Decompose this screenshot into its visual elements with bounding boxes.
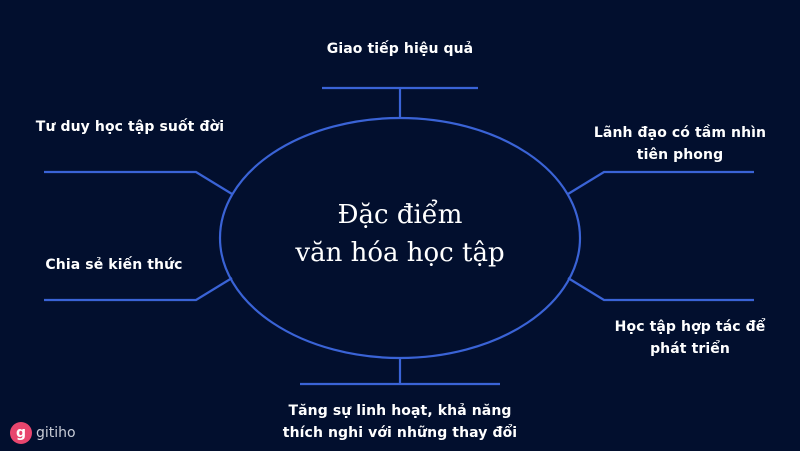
logo-text: gitiho [36, 425, 76, 441]
branch-label-top-left: Tư duy học tập suốt đời [20, 116, 240, 138]
branch-label-text: Tư duy học tập suốt đời [35, 119, 225, 135]
branch-label-bottom: Tăng sự linh hoạt, khả năng thích nghi v… [260, 400, 540, 444]
branch-label-bottom-left: Chia sẻ kiến thức [24, 254, 204, 276]
center-title-line-2: văn hóa học tập [295, 238, 505, 268]
top-left-branch-line [44, 170, 233, 195]
center-title: Đặc điểm văn hóa học tập [220, 196, 580, 272]
branch-label-text: Giao tiếp hiệu quả [326, 41, 474, 57]
branch-label-top-right: Lãnh đạo có tầm nhìn tiên phong [570, 122, 790, 166]
branch-label-text: Học tập hợp tác để [614, 319, 766, 335]
branch-label-text: thích nghi với những thay đổi [282, 425, 518, 441]
gitiho-g-icon: g [10, 422, 32, 444]
bottom-right-branch-line [567, 277, 754, 302]
branch-label-text: Chia sẻ kiến thức [45, 257, 183, 273]
center-title-line-1: Đặc điểm [337, 200, 463, 230]
gitiho-logo: g gitiho [10, 422, 76, 444]
branch-label-text: Tăng sự linh hoạt, khả năng [288, 403, 512, 419]
branch-label-text: phát triển [650, 341, 730, 357]
branch-label-text: Lãnh đạo có tầm nhìn [593, 125, 767, 141]
top-right-branch-line [567, 170, 754, 195]
branch-label-text: tiên phong [636, 147, 724, 163]
bottom-left-branch-line [44, 277, 233, 302]
branch-label-top: Giao tiếp hiệu quả [300, 38, 500, 60]
branch-label-bottom-right: Học tập hợp tác để phát triển [580, 316, 800, 360]
